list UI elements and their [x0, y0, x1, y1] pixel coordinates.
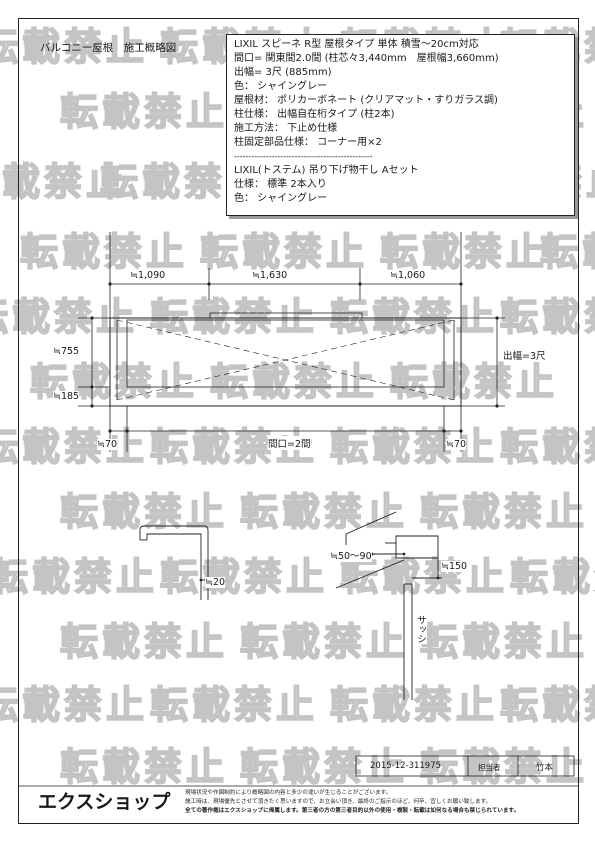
footer-note: 全ての著作権はエクスショップに帰属します。第三者の方の第三者目的以外の使用・複製… [185, 808, 520, 814]
dim-maguchi: 間口=2間 [268, 436, 311, 450]
dim-debaba: 出幅=3尺 [503, 348, 546, 362]
spec-line: 屋根材： ポリカーボネート (クリアマット・すりガラス調) [234, 95, 498, 106]
staff-name: 竹本 [536, 763, 554, 773]
sash-label: サッシ [413, 615, 427, 644]
spec-line: 柱固定部品仕様： コーナー用×2 [234, 137, 382, 148]
dim-right-width: ≒1,060 [390, 270, 426, 281]
spec-line: 色： シャイングレー [234, 81, 328, 92]
spec-box: LIXIL スピーネ R型 屋根タイプ 単体 積雪～20cm対応 間口= 関東間… [226, 34, 575, 216]
spec-line: 出幅= 3尺 (885mm) [234, 67, 332, 78]
dim-755: ≒755 [53, 346, 80, 357]
dim-left-width: ≒1,090 [130, 270, 166, 281]
page-title: バルコニー屋根 施工概略図 [40, 42, 177, 54]
footer-note: 施工時は、現場優先とさせて頂きたく思いますので、お立会い頂き、最終のご指示のほど… [185, 799, 492, 805]
sheet-frame [18, 18, 579, 824]
dim-70-left: ≒70 [97, 439, 118, 450]
dim-185: ≒185 [53, 391, 80, 402]
doc-number: 2015-12-311975 [370, 761, 442, 771]
dim-50-90: ≒50～90 [330, 548, 372, 562]
company-logo: エクスショップ [38, 791, 171, 813]
spec-line: LIXIL(トステム) 吊り下げ物干し Aセット [234, 165, 419, 176]
spec-line: 間口= 関東間2.0間 (柱芯々3,440mm 屋根幅3,660mm) [234, 53, 499, 64]
spec-separator: ----------------------------------------… [234, 152, 373, 161]
footer-note: 現場状況や作図制約により概略図の内容と多少の違いが生じることがございます。 [185, 790, 392, 796]
dim-20: ≒20 [205, 577, 226, 588]
spec-line: LIXIL スピーネ R型 屋根タイプ 単体 積雪～20cm対応 [234, 39, 479, 50]
dim-center-width: ≒1,630 [252, 270, 288, 281]
spec-line: 柱仕様： 出幅自在桁タイプ (柱2本) [234, 109, 395, 120]
dim-70-right: ≒70 [446, 439, 467, 450]
dim-150: ≒150 [441, 561, 468, 572]
spec-line: 仕様： 標準 2本入り [234, 179, 327, 190]
spec-line: 色： シャイングレー [234, 193, 328, 204]
staff-label: 担当者 [478, 763, 501, 772]
spec-line: 施工方法： 下止め仕様 [234, 123, 338, 134]
